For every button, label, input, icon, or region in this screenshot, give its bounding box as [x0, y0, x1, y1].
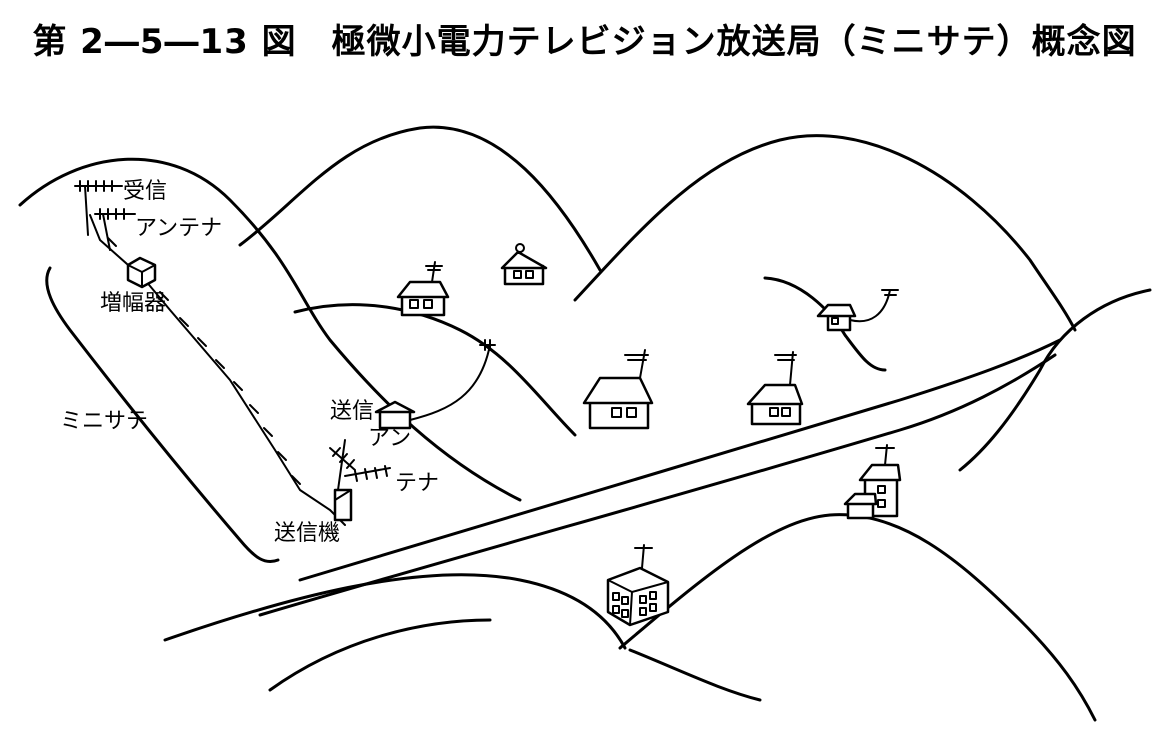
minisate-label: ミニサテ	[60, 409, 148, 434]
receive-antenna-label-2: アンテナ	[135, 216, 222, 241]
small-valley	[763, 276, 887, 372]
relay-building-icon	[374, 339, 496, 430]
house-icon-2	[500, 243, 548, 286]
transmit-antenna-label-2a: アン	[368, 426, 411, 451]
transmit-antenna-label-1: 送信	[330, 399, 374, 424]
road-upper-edge	[298, 338, 1062, 582]
house-icon-1	[396, 261, 450, 317]
inner-ridge	[293, 303, 577, 437]
receive-antenna-icon	[74, 180, 136, 251]
house-icon-5	[816, 289, 899, 332]
transmitter-icon	[333, 488, 353, 522]
bottom-right-ground	[628, 648, 762, 702]
minisate-bracket	[45, 266, 280, 564]
amplifier-label: 増幅器	[100, 291, 166, 316]
house-icon-3	[582, 349, 654, 430]
transmitter-label: 送信機	[274, 521, 340, 546]
cable-ticks	[107, 237, 301, 485]
bottom-left-ground	[268, 618, 492, 692]
left-hill	[18, 157, 522, 502]
receive-antenna-label-1: 受信	[123, 179, 167, 204]
transmit-antenna-icon	[329, 439, 391, 491]
bottom-right-hill	[618, 513, 1097, 722]
house-icon-6	[843, 444, 902, 520]
middle-hill	[238, 125, 602, 272]
house-icon-4	[746, 351, 804, 426]
bottom-center-hill	[163, 573, 627, 650]
far-right-hill	[958, 288, 1152, 472]
figure-title: 第 2―5―13 図 極微小電力テレビジョン放送局（ミニサテ）概念図	[32, 22, 1137, 62]
apartment-icon	[606, 544, 670, 627]
amplifier-icon	[126, 256, 157, 289]
right-hill	[573, 134, 1077, 332]
transmit-antenna-label-2b: テナ	[395, 471, 439, 496]
cable	[89, 214, 346, 526]
road-lower-edge	[258, 353, 1057, 617]
